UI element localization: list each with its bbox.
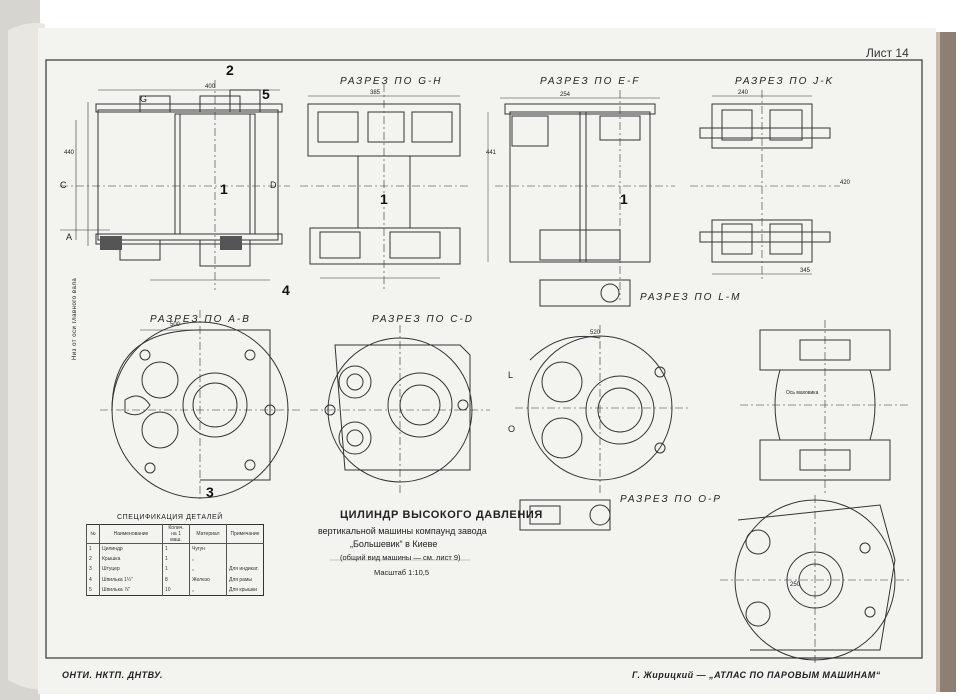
spec-cell: Крышка [99, 554, 163, 565]
section-label-ab: РАЗРЕЗ ПО A-B [150, 314, 251, 325]
table-row: 4 Шпилька 1¼" 8 Железо Для рамы [86, 574, 264, 585]
book-edge-right [938, 32, 956, 692]
drawing-subtitle-1: вертикальной машины компаунд завода [318, 526, 487, 536]
table-row: 5 Шпилька ⅞" 10 „ Для крышки [86, 584, 264, 596]
plane-letter-l: L [508, 370, 514, 380]
section-label-cd: РАЗРЕЗ ПО C-D [372, 314, 474, 325]
spec-header-cell: Наименование [99, 524, 163, 544]
view-side-elevation [740, 320, 910, 495]
spec-cell: Штуцер [99, 564, 163, 575]
plane-letter-c: C [60, 180, 67, 190]
part-callout-4: 4 [282, 282, 290, 298]
spec-cell: Цилиндр [99, 543, 163, 555]
spec-cell: 1 [162, 543, 190, 555]
view-top-plan [720, 495, 910, 665]
spec-cell: Шпилька 1¼" [99, 574, 163, 585]
dim-label: 441 [486, 150, 497, 156]
publisher-imprint: ОНТИ. НКТП. ДНТВУ. [62, 670, 163, 680]
section-label-ef: РАЗРЕЗ ПО E-F [540, 76, 641, 87]
spec-cell: 2 [86, 554, 100, 565]
spec-cell [226, 554, 264, 565]
plane-letter-o: O [508, 424, 516, 434]
flywheel-axis-note: Ось маховика [786, 390, 819, 396]
view-section-ab [100, 310, 300, 500]
spec-cell: 10 [162, 584, 190, 596]
dim-label: 400 [205, 84, 216, 90]
spec-cell: Для крышки [226, 584, 264, 596]
dim-label: 250 [790, 582, 801, 588]
drawing-subtitle-2: „Большевик“ в Киеве [350, 539, 438, 549]
spec-cell: 4 [86, 574, 100, 585]
dim-label: 345 [800, 268, 811, 274]
spec-header-cell: Примечание [226, 524, 264, 544]
part-callout-1a: 1 [220, 181, 228, 197]
drawing-title: ЦИЛИНДР ВЫСОКОГО ДАВЛЕНИЯ [340, 509, 543, 521]
view-section-jk [690, 90, 840, 280]
spec-title: СПЕЦИФИКАЦИЯ ДЕТАЛЕЙ [117, 514, 223, 521]
dim-label: 520 [590, 330, 601, 336]
drawing-subtitle-3: (общий вид машины — см. лист 9) [340, 553, 461, 562]
part-callout-1c: 1 [620, 191, 628, 207]
drawing-scale: Масштаб 1:10,5 [374, 568, 430, 577]
dim-label: 254 [560, 92, 571, 98]
spec-header-cell: Материал [189, 524, 227, 544]
plane-letter-a: A [66, 232, 73, 242]
spec-header-row: № Наименование Колич. на 1 маш. Материал… [86, 524, 264, 544]
table-row: 3 Штуцер 1 „ Для индикат. [86, 564, 264, 575]
dim-label: 420 [840, 180, 851, 186]
section-label-op: РАЗРЕЗ ПО O-P [620, 494, 722, 505]
spec-header-cell: Колич. на 1 маш. [162, 524, 190, 544]
section-label-lm: РАЗРЕЗ ПО L-M [640, 292, 742, 303]
spec-cell: „ [189, 584, 227, 596]
spec-cell: Шпилька ⅞" [99, 584, 163, 596]
plane-letter-d: D [270, 180, 277, 190]
view-section-gh [300, 84, 470, 290]
dim-label: 440 [64, 150, 75, 156]
spec-cell: 1 [162, 554, 190, 565]
book-page-curl [8, 22, 45, 691]
spec-cell: 5 [86, 584, 100, 596]
dim-label: 385 [370, 90, 381, 96]
part-callout-5: 5 [262, 86, 270, 102]
dim-label: 500 [170, 322, 181, 328]
view-main-section [60, 80, 290, 290]
spec-cell: 8 [162, 574, 190, 585]
section-label-gh: РАЗРЕЗ ПО G-H [340, 76, 443, 87]
part-callout-1b: 1 [380, 191, 388, 207]
view-section-ef [487, 90, 675, 307]
dim-label: 240 [738, 90, 749, 96]
spec-cell: 3 [86, 564, 100, 575]
technical-drawing [60, 80, 910, 665]
spec-table: № Наименование Колич. на 1 маш. Материал… [86, 524, 264, 596]
part-callout-2: 2 [226, 62, 234, 78]
section-label-jk: РАЗРЕЗ ПО J-K [735, 76, 835, 87]
spec-cell: Железо [189, 574, 227, 585]
vertical-note-axis: Низ от оси главного вала [72, 277, 78, 360]
view-section-cd [310, 325, 490, 495]
spec-cell: „ [189, 554, 227, 565]
spec-cell: „ [189, 564, 227, 575]
table-row: 2 Крышка 1 „ [86, 554, 264, 565]
spec-cell: Чугун [189, 543, 227, 555]
view-section-lm [515, 325, 690, 531]
spec-header-cell: № [86, 524, 100, 544]
part-callout-3: 3 [206, 484, 214, 500]
drawing-frame [45, 59, 923, 659]
table-row: 1 Цилиндр 1 Чугун [86, 543, 264, 555]
sheet-number: Лист 14 [866, 46, 909, 60]
spec-cell: Для рамы [226, 574, 264, 585]
atlas-credit: Г. Жирицкий — „АТЛАС ПО ПАРОВЫМ МАШИНАМ“ [632, 670, 881, 680]
spec-cell: 1 [86, 543, 100, 555]
spec-cell: Для индикат. [226, 564, 264, 575]
spec-cell [226, 543, 264, 555]
spec-cell: 1 [162, 564, 190, 575]
plane-letter-g: G [140, 94, 148, 104]
